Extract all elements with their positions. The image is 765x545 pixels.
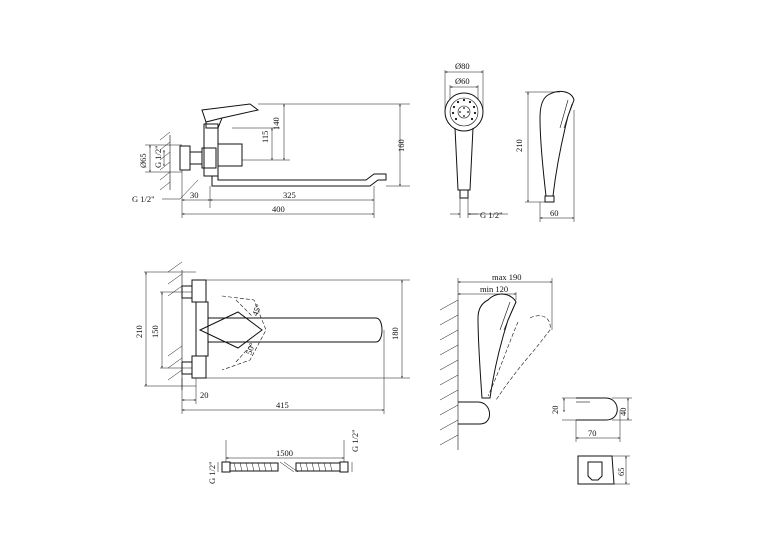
lever-handle bbox=[201, 103, 260, 123]
wall-hatch-holder bbox=[439, 299, 459, 446]
dim-400: 400 bbox=[272, 204, 285, 214]
shower-tilted bbox=[495, 315, 551, 401]
wall-hatch-top bbox=[159, 131, 171, 191]
shower-side-body bbox=[539, 90, 575, 197]
dim-g12-hose-right: G 1/2" bbox=[350, 429, 360, 452]
dim-min120: min 120 bbox=[480, 284, 508, 294]
dim-60-shower: 60 bbox=[550, 208, 559, 218]
shower-head-front: Ø80 Ø60 G 1/2" bbox=[444, 61, 508, 220]
dim-d80: Ø80 bbox=[455, 61, 470, 71]
front-faucet-view: 45° 50° 210 150 180 20 415 bbox=[134, 261, 410, 414]
wall-flange bbox=[179, 145, 191, 171]
shower-hose: 1500 G 1/2" G 1/2" bbox=[207, 429, 360, 484]
dim-20-bracket: 20 bbox=[550, 406, 560, 415]
angle-50: 50° bbox=[244, 341, 258, 356]
front-body bbox=[195, 301, 209, 357]
dim-160-top: 160 bbox=[396, 139, 406, 152]
holder-side-view: max 190 min 120 bbox=[439, 272, 553, 450]
connection-nut bbox=[201, 147, 217, 169]
lever-base bbox=[205, 117, 223, 129]
top-faucet-view: 140 115 160 Ø65 G 1/2" G 1/2" 30 325 400 bbox=[132, 103, 410, 218]
shower-side-connector bbox=[544, 195, 555, 203]
shower-connector bbox=[459, 189, 469, 199]
dim-40-bracket: 40 bbox=[618, 408, 628, 417]
shower-in-holder bbox=[477, 293, 517, 399]
dim-150-front: 150 bbox=[150, 325, 160, 338]
front-lever bbox=[198, 311, 263, 349]
dim-g12-shower: G 1/2" bbox=[480, 210, 503, 220]
front-spout bbox=[208, 317, 383, 343]
angle-45: 45° bbox=[250, 303, 264, 318]
dim-325: 325 bbox=[283, 190, 296, 200]
bracket-side bbox=[576, 397, 618, 421]
dim-g12-side: G 1/2" bbox=[153, 145, 163, 168]
holder-bracket-detail: 20 40 70 65 bbox=[550, 397, 632, 485]
dim-20-front: 20 bbox=[200, 390, 209, 400]
wall-bracket bbox=[458, 401, 490, 425]
dim-180-front: 180 bbox=[390, 327, 400, 340]
shower-head-side: 210 60 bbox=[514, 90, 575, 222]
shower-handle bbox=[454, 127, 474, 191]
hose-ribs bbox=[233, 462, 333, 472]
dim-115-top: 115 bbox=[260, 131, 270, 143]
dim-210-shower: 210 bbox=[514, 139, 524, 152]
dim-max190: max 190 bbox=[492, 272, 522, 282]
dim-210-front: 210 bbox=[134, 325, 144, 338]
dim-65-bracket: 65 bbox=[616, 468, 626, 477]
hose-right-nut bbox=[339, 461, 349, 473]
dim-30: 30 bbox=[190, 190, 199, 200]
mixer-box bbox=[217, 143, 243, 167]
lower-nut bbox=[191, 355, 207, 379]
shower-head-outer bbox=[444, 92, 484, 132]
dim-d60: Ø60 bbox=[455, 76, 470, 86]
swing-arc bbox=[221, 295, 267, 371]
nozzle-dots bbox=[451, 98, 477, 121]
dim-d65: Ø65 bbox=[138, 153, 148, 168]
spout bbox=[211, 173, 387, 187]
dim-415: 415 bbox=[276, 400, 289, 410]
upper-nut bbox=[191, 279, 207, 303]
bracket-slot bbox=[587, 461, 603, 481]
hose-right-segment bbox=[295, 462, 341, 472]
eccentric bbox=[189, 151, 203, 165]
dim-140-top: 140 bbox=[271, 117, 281, 130]
dim-70-bracket: 70 bbox=[588, 428, 597, 438]
dim-g12-bottom: G 1/2" bbox=[132, 194, 155, 204]
wall-hatch-front bbox=[167, 261, 183, 390]
dim-g12-hose-left: G 1/2" bbox=[207, 461, 217, 484]
dim-1500: 1500 bbox=[276, 448, 293, 458]
hose-left-nut bbox=[221, 461, 231, 473]
